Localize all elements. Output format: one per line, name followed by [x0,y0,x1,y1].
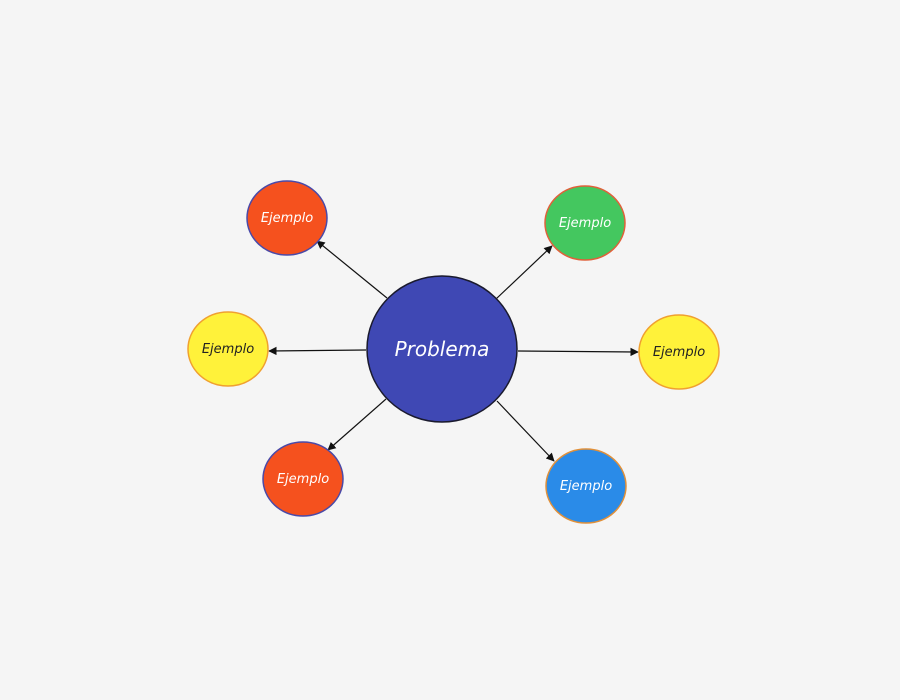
node-ellipse [638,314,720,390]
node-ellipse [545,448,627,524]
node-label: Ejemplo [277,472,329,487]
connector-bottom-right [496,400,555,462]
node-ellipse [187,311,269,387]
child-node-mid-left[interactable]: Ejemplo [187,311,269,387]
node-label: Ejemplo [560,479,612,494]
connector-bottom-left [327,398,387,451]
center-ellipse [366,275,518,423]
node-label: Ejemplo [261,211,313,226]
connector-mid-left [268,346,367,356]
node-label: Ejemplo [202,342,254,357]
child-node-mid-right[interactable]: Ejemplo [638,314,720,390]
connector-mid-right [517,347,639,357]
node-ellipse [544,185,626,261]
node-ellipse [262,441,344,517]
node-label: Ejemplo [653,345,705,360]
node-label: Ejemplo [559,216,611,231]
child-node-bottom-right[interactable]: Ejemplo [545,448,627,524]
center-label: Problema [395,337,490,361]
center-node[interactable]: Problema [366,275,518,423]
child-node-top-right[interactable]: Ejemplo [544,185,626,261]
child-node-bottom-left[interactable]: Ejemplo [262,441,344,517]
node-ellipse [246,180,328,256]
connector-top-right [495,245,553,300]
connector-top-left [316,240,388,299]
child-node-top-left[interactable]: Ejemplo [246,180,328,256]
connectors [268,240,639,462]
